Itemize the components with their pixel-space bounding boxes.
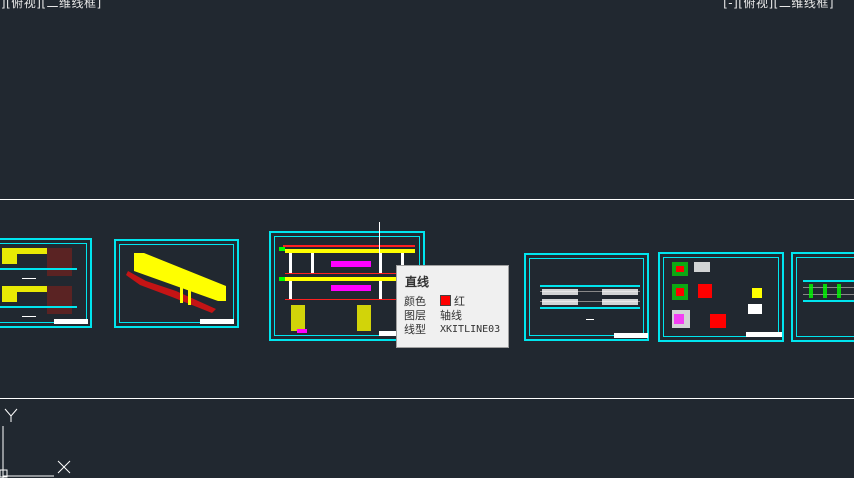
tooltip-color-value: 红 bbox=[440, 295, 465, 308]
crosshair-cursor bbox=[379, 222, 380, 272]
object-info-tooltip: 直线 颜色 红 图层 轴线 线型 XKITLINE03 bbox=[396, 265, 509, 348]
ucs-icon bbox=[0, 408, 71, 478]
tooltip-color-label: 颜色 bbox=[404, 295, 426, 308]
drawing-sheet-plan[interactable] bbox=[524, 253, 649, 341]
elevation-drawing-icon bbox=[0, 248, 88, 324]
section-drawing-icon bbox=[279, 245, 415, 336]
viewport-label-left[interactable]: -][俯视][二维线框] bbox=[0, 0, 102, 10]
drawing-sheet-elevation[interactable] bbox=[0, 238, 92, 328]
viewport-divider-top[interactable] bbox=[0, 199, 854, 200]
tooltip-title: 直线 bbox=[405, 275, 430, 289]
detail-drawing-icon bbox=[672, 262, 782, 337]
plan-drawing-icon bbox=[540, 285, 648, 338]
drawing-sheet-isometric[interactable] bbox=[114, 239, 239, 328]
viewport-label-right[interactable]: [-][俯视][二维线框] bbox=[723, 0, 834, 10]
red-swatch-icon bbox=[440, 295, 451, 306]
plan-drawing-icon-2 bbox=[803, 280, 854, 302]
isometric-drawing-icon bbox=[126, 253, 234, 324]
drawing-sheet-detail[interactable] bbox=[658, 252, 784, 342]
drawing-sheet-plan-2[interactable] bbox=[791, 252, 854, 342]
tooltip-linetype-value: XKITLINE03 bbox=[440, 324, 501, 335]
tooltip-layer-label: 图层 bbox=[404, 309, 426, 322]
viewport-divider-bottom[interactable] bbox=[0, 398, 854, 399]
tooltip-linetype-label: 线型 bbox=[404, 323, 426, 336]
tooltip-layer-value: 轴线 bbox=[440, 309, 462, 322]
